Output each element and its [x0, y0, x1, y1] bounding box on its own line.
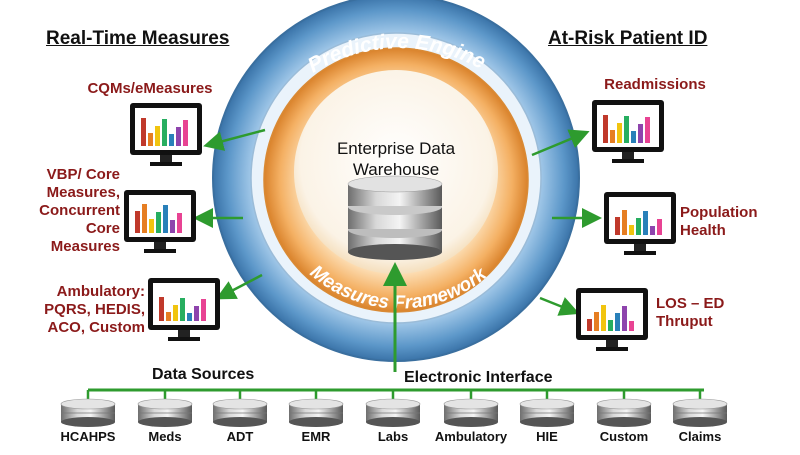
monitor-cqms-icon [130, 103, 202, 166]
warehouse-database-icon [347, 175, 443, 260]
left-output-cqms: CQMs/eMeasures [60, 80, 240, 98]
warehouse-title: Enterprise Data Warehouse [296, 138, 496, 180]
label-line: ACO, Custom [47, 319, 146, 336]
label-line: Concurrent [39, 202, 120, 219]
label-line: Health [680, 222, 726, 239]
warehouse-title-line1: Enterprise Data [336, 139, 456, 158]
warehouse-title-line2: Warehouse [352, 160, 440, 179]
warehouse-center [294, 70, 498, 274]
label-line: Thruput [656, 313, 713, 330]
source-label: Ambulatory [434, 429, 508, 444]
monitor-population-icon [604, 192, 676, 255]
source-database-icon [137, 398, 193, 427]
right-output-readmissions: Readmissions [580, 76, 730, 94]
data-sources-label: Data Sources [152, 366, 255, 383]
monitor-vbp-icon [124, 190, 196, 253]
label-line: PQRS, HEDIS, [44, 301, 145, 318]
monitor-ambulatory-icon [148, 278, 220, 341]
label-line: Ambulatory: [56, 283, 145, 300]
source-database-icon [596, 398, 652, 427]
source-label: Labs [377, 429, 409, 444]
real-time-measures-heading: Real-Time Measures [46, 28, 230, 49]
label-line: Readmissions [604, 76, 706, 93]
label-line: CQMs/eMeasures [87, 80, 213, 97]
left-output-vbp: VBP/ Core Measures, Concurrent Core Meas… [10, 166, 120, 256]
at-risk-patient-heading: At-Risk Patient ID [548, 28, 708, 49]
source-database-icon [212, 398, 268, 427]
source-database-icon [443, 398, 499, 427]
source-label: Claims [678, 429, 722, 444]
label-line: Core [85, 220, 120, 237]
label-line: Population [680, 204, 758, 221]
source-database-icon [519, 398, 575, 427]
right-output-los: LOS – ED Thruput [656, 295, 766, 331]
source-database-icon [60, 398, 116, 427]
label-line: LOS – ED [656, 295, 725, 312]
right-output-population: Population Health [680, 204, 790, 240]
left-output-ambulatory: Ambulatory: PQRS, HEDIS, ACO, Custom [10, 283, 145, 337]
monitor-los-icon [576, 288, 648, 351]
source-database-icon [288, 398, 344, 427]
source-label: HCAHPS [60, 429, 116, 444]
monitor-readmissions-icon [592, 100, 664, 163]
source-label: HIE [536, 429, 558, 444]
source-label: Custom [599, 429, 649, 444]
source-database-icon [365, 398, 421, 427]
label-line: Measures, [46, 184, 120, 201]
source-label: Meds [148, 429, 182, 444]
label-line: VBP/ Core [46, 166, 120, 183]
electronic-interface-label: Electronic Interface [404, 369, 553, 386]
source-database-icon [672, 398, 728, 427]
source-label: EMR [301, 429, 331, 444]
source-label: ADT [226, 429, 254, 444]
label-line: Measures [50, 238, 120, 255]
